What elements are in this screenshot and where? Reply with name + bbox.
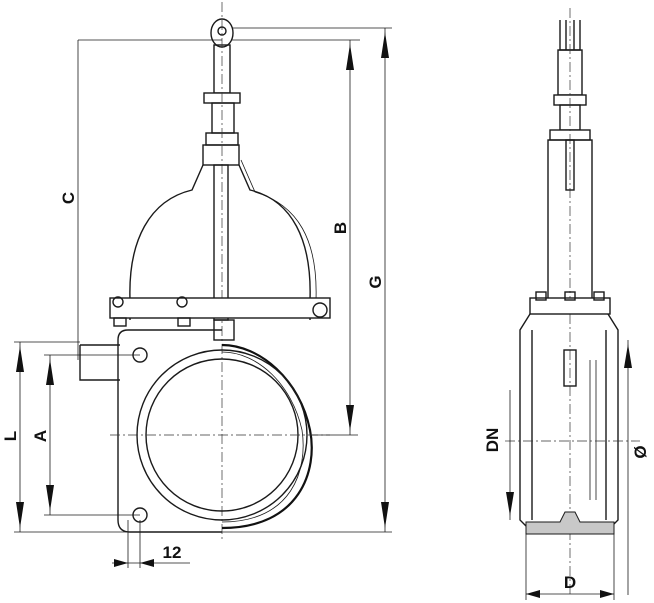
bonnet-flange xyxy=(109,296,331,341)
label-l: L xyxy=(1,431,20,441)
side-body xyxy=(505,313,640,535)
side-yoke xyxy=(529,139,611,315)
label-a: A xyxy=(31,430,50,442)
label-dn: DN xyxy=(483,428,502,453)
label-d: D xyxy=(564,573,576,592)
dimension-lines-front xyxy=(14,27,392,568)
side-view: DN Ø D xyxy=(483,8,650,600)
front-view: C B G L A 12 xyxy=(1,2,392,568)
bonnet xyxy=(129,2,317,540)
label-b: B xyxy=(331,222,350,234)
stem-eye xyxy=(202,18,241,166)
label-c: C xyxy=(59,192,78,204)
valve-body xyxy=(79,329,330,533)
label-12: 12 xyxy=(163,543,182,562)
label-diameter: Ø xyxy=(631,445,650,458)
dimension-lines-side xyxy=(506,340,632,600)
label-g: G xyxy=(366,275,385,288)
